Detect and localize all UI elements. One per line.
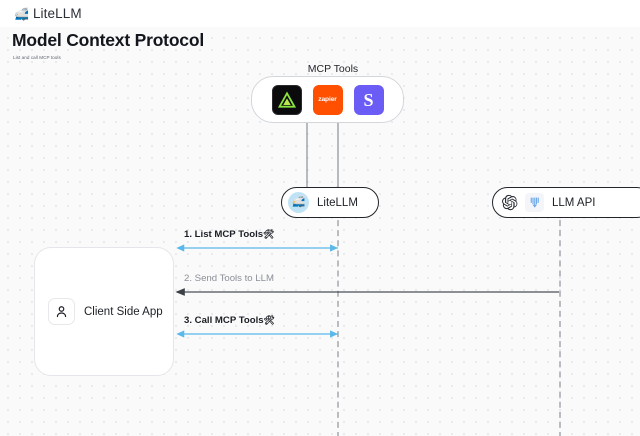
litellm-train-icon: 🚅 [288, 192, 309, 213]
message-2-arrow [175, 288, 559, 296]
page-subtitle: List and call MCP tools [13, 55, 61, 60]
node-client-side-app-label: Client Side App [84, 305, 163, 318]
lifeline-litellm [337, 210, 339, 436]
message-3[interactable]: 3. Call MCP Tools🛠 [174, 315, 344, 339]
openai-icon [500, 193, 519, 212]
tools-emoji: 🛠 [263, 315, 276, 325]
message-2-label: 2. Send Tools to LLM [184, 273, 274, 284]
message-2[interactable]: 2. Send Tools to LLM [174, 273, 560, 297]
mcp-tools-label: MCP Tools [307, 63, 359, 75]
user-icon [48, 298, 75, 325]
anthropic-icon [525, 193, 544, 212]
node-llm-api[interactable]: LLM API [492, 187, 640, 218]
message-1-arrow [176, 244, 338, 252]
message-3-label: 3. Call MCP Tools🛠 [184, 315, 276, 326]
lifeline-llm-api [559, 210, 561, 436]
slack-s-tool-icon[interactable]: S [353, 84, 384, 115]
zapier-tool-icon[interactable]: zapier [312, 84, 343, 115]
triangle-logo-tool-icon[interactable] [271, 84, 302, 115]
node-llm-api-label: LLM API [552, 196, 596, 209]
title-block: Model Context Protocol List and call MCP… [12, 30, 204, 60]
page-title: Model Context Protocol [12, 30, 204, 50]
message-1-label: 1. List MCP Tools🛠 [184, 229, 275, 240]
node-client-side-app[interactable]: Client Side App [34, 247, 174, 376]
app-header: 🚅 LiteLLM [0, 0, 640, 27]
message-3-arrow [176, 330, 338, 338]
node-litellm-label: LiteLLM [317, 196, 358, 209]
tools-emoji: 🛠 [263, 229, 275, 239]
triangle-glyph [277, 90, 296, 108]
node-litellm[interactable]: 🚅 LiteLLM [281, 187, 379, 218]
diagram-canvas[interactable]: MCP Tools zapier S 🚅 LiteLLM [0, 27, 640, 436]
brand[interactable]: 🚅 LiteLLM [14, 6, 82, 21]
message-1[interactable]: 1. List MCP Tools🛠 [174, 229, 344, 253]
brand-name: LiteLLM [32, 6, 82, 21]
mcp-tools-group[interactable]: zapier S [251, 76, 404, 123]
bullet-train-icon: 🚅 [14, 6, 29, 21]
